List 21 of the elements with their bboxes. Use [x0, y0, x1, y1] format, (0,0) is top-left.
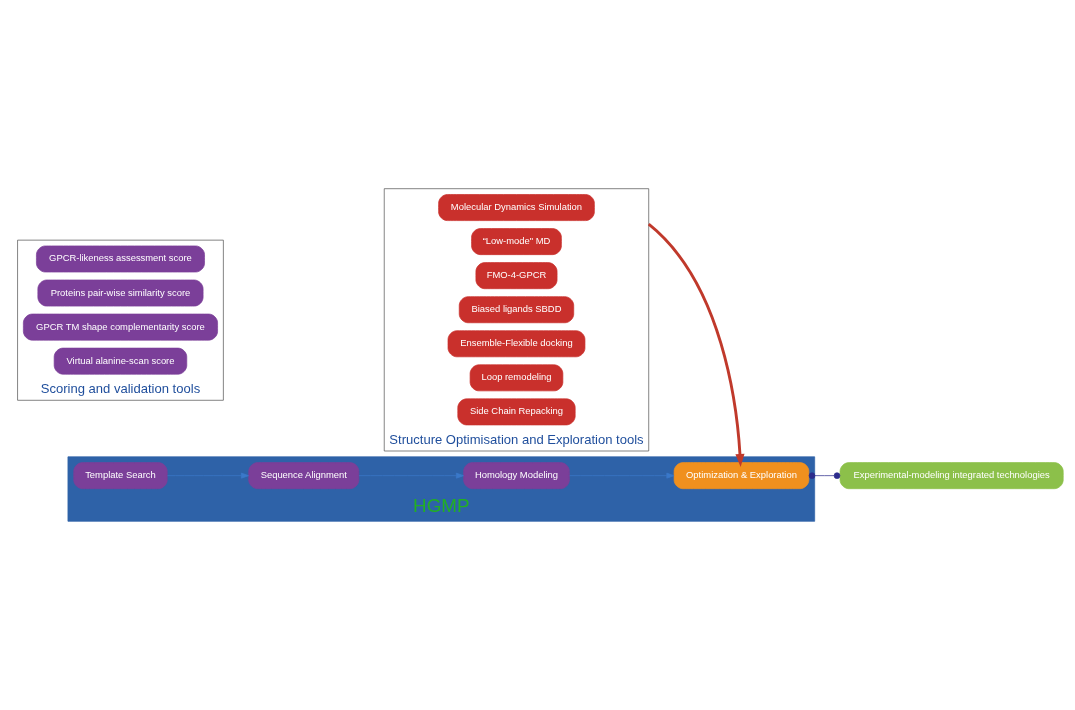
node-box: Homology Modeling — [463, 462, 570, 490]
node-box: Template Search — [73, 462, 168, 490]
node-box: Ensemble-Flexible docking — [447, 330, 586, 358]
node-box: Molecular Dynamics Simulation — [438, 194, 595, 221]
arrow — [358, 472, 464, 479]
node-box: Proteins pair-wise similarity score — [37, 279, 204, 307]
arrow — [166, 472, 249, 479]
node-box: FMO-4-GPCR — [475, 262, 558, 290]
node-box: GPCR TM shape complementarity score — [23, 313, 218, 341]
node-box: Experimental-modeling integrated technologies — [839, 462, 1064, 490]
node-box: “Low-mode" MD — [471, 228, 562, 255]
node-box: Biased ligands SBDD — [458, 296, 575, 324]
node-box: Optimization & Exploration — [673, 462, 810, 490]
arrow — [647, 223, 745, 467]
node-box: GPCR-likeness assessment score — [36, 245, 205, 273]
node-box: Virtual alanine-scan score — [53, 347, 188, 375]
node-box: Side Chain Repacking — [457, 398, 576, 426]
node-box: Loop remodeling — [469, 364, 564, 392]
connector — [808, 472, 841, 479]
arrow — [569, 472, 675, 479]
node-box: Sequence Alignment — [248, 462, 360, 490]
